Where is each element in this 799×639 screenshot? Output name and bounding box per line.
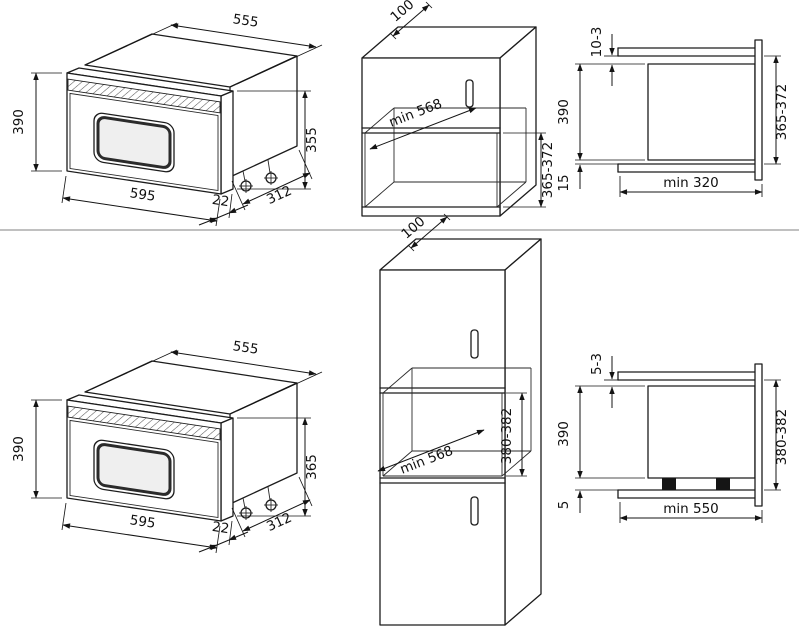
lower-door-handle [470,496,479,526]
bottom-cabinet-view: 100 min 568 380-382 [377,213,542,626]
appliance-body-section [647,63,756,161]
dim-label-width-front: 595 [129,185,157,205]
top-cabinet-view: 100 min 568 365-372 [361,0,556,217]
door-handle [465,79,474,108]
appliance-body-section [647,385,756,479]
dim-label-cabinet-depth: 100 [398,213,428,242]
appliance-front-frame [754,39,763,181]
appliance-foot [662,478,676,490]
dim-label-height-body: 365 [304,454,320,480]
dim-label-gap-top: 10-3 [589,27,605,58]
dim-label-min-depth: min 320 [663,175,719,191]
dim-label-width-top: 555 [232,338,260,358]
top-isometric-view: 555 390 355 595 312 22 [11,11,322,226]
dim-label-depth-body: 312 [264,183,294,208]
dim-label-niche-height-section: 380-382 [774,409,790,465]
appliance-front-frame [754,363,763,507]
dim-label-depth-frame: 22 [211,192,230,210]
dim-label-niche-height: 365-372 [540,142,556,198]
bottom-section-view: 5-3 390 5 380-382 min 550 [556,353,790,523]
top-section-view: 10-3 390 15 365-372 min 320 [556,27,790,197]
bottom-isometric-view: 555 390 365 595 312 22 [11,338,322,553]
dim-label-cabinet-depth: 100 [387,0,417,25]
dim-label-niche-height-section: 365-372 [774,84,790,140]
upper-door-handle [470,329,479,359]
dim-label-gap-bottom: 5 [556,501,572,510]
dim-label-depth-frame: 22 [211,519,230,537]
appliance-foot [716,478,730,490]
dim-label-height-front: 390 [11,436,27,462]
dim-label-gap-top: 5-3 [589,353,605,375]
dim-label-height-front: 390 [11,109,27,135]
dim-label-gap-bottom: 15 [556,174,572,191]
dim-label-niche-height: 380-382 [499,408,515,464]
dim-label-depth-body: 312 [264,510,294,535]
dim-label-width-front: 595 [129,512,157,532]
dim-label-width-top: 555 [232,11,260,31]
dim-label-appliance-height: 390 [556,421,572,447]
dim-label-appliance-height: 390 [556,99,572,125]
dim-label-height-body: 355 [304,127,320,153]
dim-label-min-depth: min 550 [663,501,719,517]
